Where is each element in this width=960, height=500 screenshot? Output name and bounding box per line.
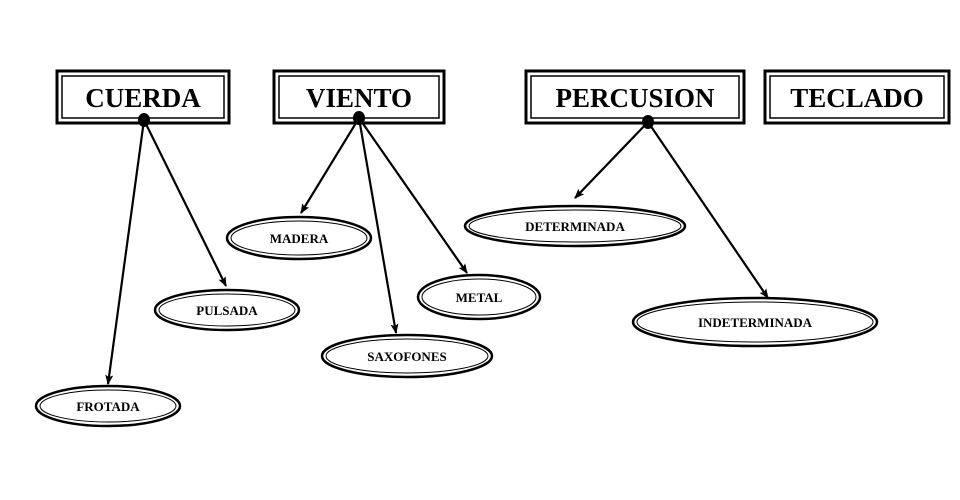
subcategory-ellipse-determinada: DETERMINADA (463, 204, 687, 248)
category-label: VIENTO (306, 83, 412, 113)
ellipse-inner (39, 389, 177, 423)
category-box-inner (769, 75, 945, 119)
ellipse-outer (631, 296, 879, 348)
subcategory-label: SAXOFONES (367, 349, 446, 364)
category-label: TECLADO (790, 83, 924, 113)
connector-dot-cuerda (138, 113, 150, 127)
subcategory-label: DETERMINADA (525, 219, 625, 234)
subcategory-label: FROTADA (76, 399, 140, 414)
subcategory-ellipse-metal: METAL (416, 273, 542, 321)
connector-arrow-saxofones (357, 117, 399, 334)
subcategory-label: METAL (456, 290, 503, 305)
connector-arrow-metal (358, 117, 468, 274)
subcategory-ellipse-saxofones: SAXOFONES (320, 333, 494, 379)
connector-arrow-indeterminada (647, 121, 769, 299)
connector-dot-percusion (642, 115, 654, 129)
subcategory-label: MADERA (270, 231, 329, 246)
category-label: CUERDA (85, 83, 201, 113)
ellipse-outer (463, 204, 687, 248)
connector-arrow-madera (300, 117, 360, 214)
connectors (105, 117, 769, 385)
ellipse-outer (416, 273, 542, 321)
category-boxes: CUERDA VIENTO PERCUSION TECLADO (55, 69, 951, 125)
subcategory-label: PULSADA (196, 303, 258, 318)
subcategory-ellipse-madera: MADERA (225, 215, 373, 261)
connector-arrow-determinada (574, 121, 649, 199)
ellipse-inner (468, 209, 682, 243)
ellipse-outer (34, 384, 182, 428)
ellipse-inner (421, 278, 537, 316)
connector-arrow-pulsada (143, 119, 227, 287)
category-box-outer (763, 69, 951, 125)
ellipse-outer (153, 288, 301, 332)
ellipse-inner (636, 301, 874, 343)
category-box-inner (530, 75, 740, 119)
ellipse-inner (230, 220, 368, 256)
connector-origins (138, 111, 654, 129)
ellipse-inner (325, 338, 489, 374)
ellipse-inner (158, 293, 296, 327)
ellipse-outer (225, 215, 373, 261)
subcategory-ellipse-frotada: FROTADA (34, 384, 182, 428)
subcategory-ellipse-pulsada: PULSADA (153, 288, 301, 332)
connector-dot-viento (353, 111, 365, 125)
subcategory-ellipse-indeterminada: INDETERMINADA (631, 296, 879, 348)
category-box-outer (524, 69, 746, 125)
subcategory-label: INDETERMINADA (698, 315, 813, 330)
subcategory-ellipses: FROTADA PULSADA MADERA SAXOFONES METAL DETERM… (34, 204, 879, 428)
ellipse-outer (320, 333, 494, 379)
category-box-percusion: PERCUSION (524, 69, 746, 125)
category-label: PERCUSION (555, 83, 715, 113)
connector-arrow-frotada (105, 119, 146, 385)
category-box-teclado: TECLADO (763, 69, 951, 125)
